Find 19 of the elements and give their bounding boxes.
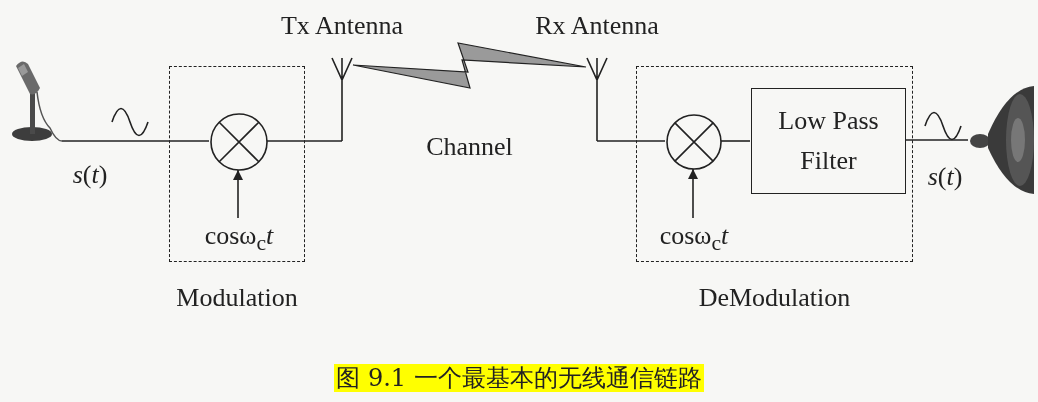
carrier-label: cosω$_{c}$t xyxy=(203,221,275,258)
group-label: Modulation xyxy=(175,283,299,313)
signal-line xyxy=(61,140,210,142)
antenna-label: Tx Antenna xyxy=(280,11,404,41)
arrow xyxy=(233,169,243,219)
lightning-link xyxy=(352,42,587,89)
filter-label: Low Pass Filter xyxy=(777,105,880,177)
signal-label: s(t) xyxy=(71,160,109,190)
signal-line xyxy=(720,140,751,142)
signal-label: s(t) xyxy=(926,162,964,192)
carrier-label: cosω$_{c}$t xyxy=(658,221,730,258)
caption: 图 9.1 一个最基本的无线通信链路 xyxy=(334,364,704,392)
arrow xyxy=(688,168,698,219)
antenna-label: Rx Antenna xyxy=(534,11,660,41)
signal-line xyxy=(266,140,343,142)
group-label: DeModulation xyxy=(697,283,852,313)
signal-line xyxy=(596,140,666,142)
signal-line xyxy=(904,139,969,141)
filter-box xyxy=(751,88,906,194)
